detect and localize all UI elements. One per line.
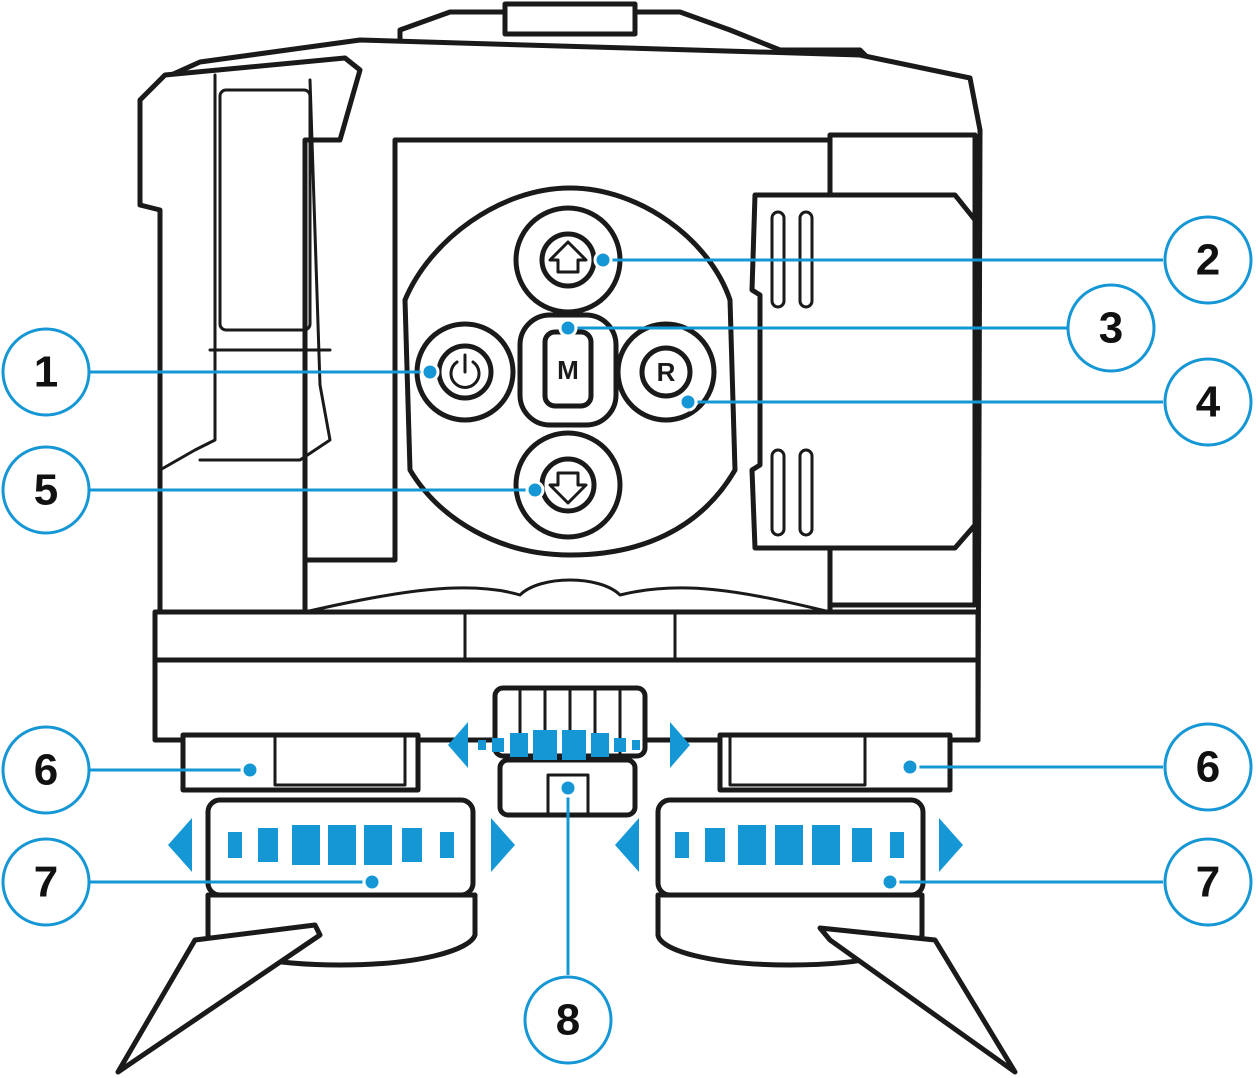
callout-5-label: 5: [34, 466, 58, 515]
power-icon: [449, 360, 481, 389]
arrow-up-icon: [548, 240, 588, 274]
callout-7-left-label: 7: [34, 858, 58, 907]
arrow-down-icon: [548, 471, 588, 505]
callout-6-right: 6: [1163, 722, 1253, 812]
mode-button[interactable]: M: [517, 312, 619, 428]
right-eyepiece: [655, 732, 1018, 1075]
lower-band: [152, 609, 981, 663]
callout-7-right-label: 7: [1196, 858, 1220, 907]
left-eyecup: [115, 922, 323, 1075]
power-button[interactable]: [414, 321, 516, 423]
callout-7-right: 7: [1163, 837, 1253, 927]
callout-5: 5: [1, 445, 91, 535]
callout-1: 1: [1, 327, 91, 417]
leader-lines: [90, 258, 1163, 975]
left-grip: [137, 55, 363, 663]
left-interpupillary-ring[interactable]: [180, 732, 421, 793]
callout-6-right-label: 6: [1196, 743, 1220, 792]
rec-button-label: R: [657, 357, 676, 387]
callout-4-label: 4: [1196, 378, 1221, 427]
down-button[interactable]: [513, 430, 623, 540]
callout-2: 2: [1163, 215, 1253, 305]
callout-8-label: 8: [556, 996, 580, 1045]
left-eyepiece: [115, 732, 478, 1075]
battery-cover: [749, 192, 978, 551]
callout-3: 3: [1066, 283, 1156, 373]
callout-8: 8: [523, 975, 613, 1065]
rotation-arrows-icon: [168, 722, 963, 872]
callout-3-label: 3: [1099, 304, 1123, 353]
callout-1-label: 1: [34, 348, 58, 397]
callout-4: 4: [1163, 357, 1253, 447]
callout-7-left: 7: [1, 837, 91, 927]
top-button: [502, 1, 638, 37]
callout-6-left-label: 6: [34, 746, 58, 795]
rec-button[interactable]: R: [615, 321, 717, 423]
callout-6-left: 6: [1, 725, 91, 815]
leader-dots: [240, 250, 920, 892]
right-eyecup: [817, 925, 1018, 1075]
mode-button-label: M: [557, 355, 579, 385]
callout-2-label: 2: [1196, 236, 1220, 285]
